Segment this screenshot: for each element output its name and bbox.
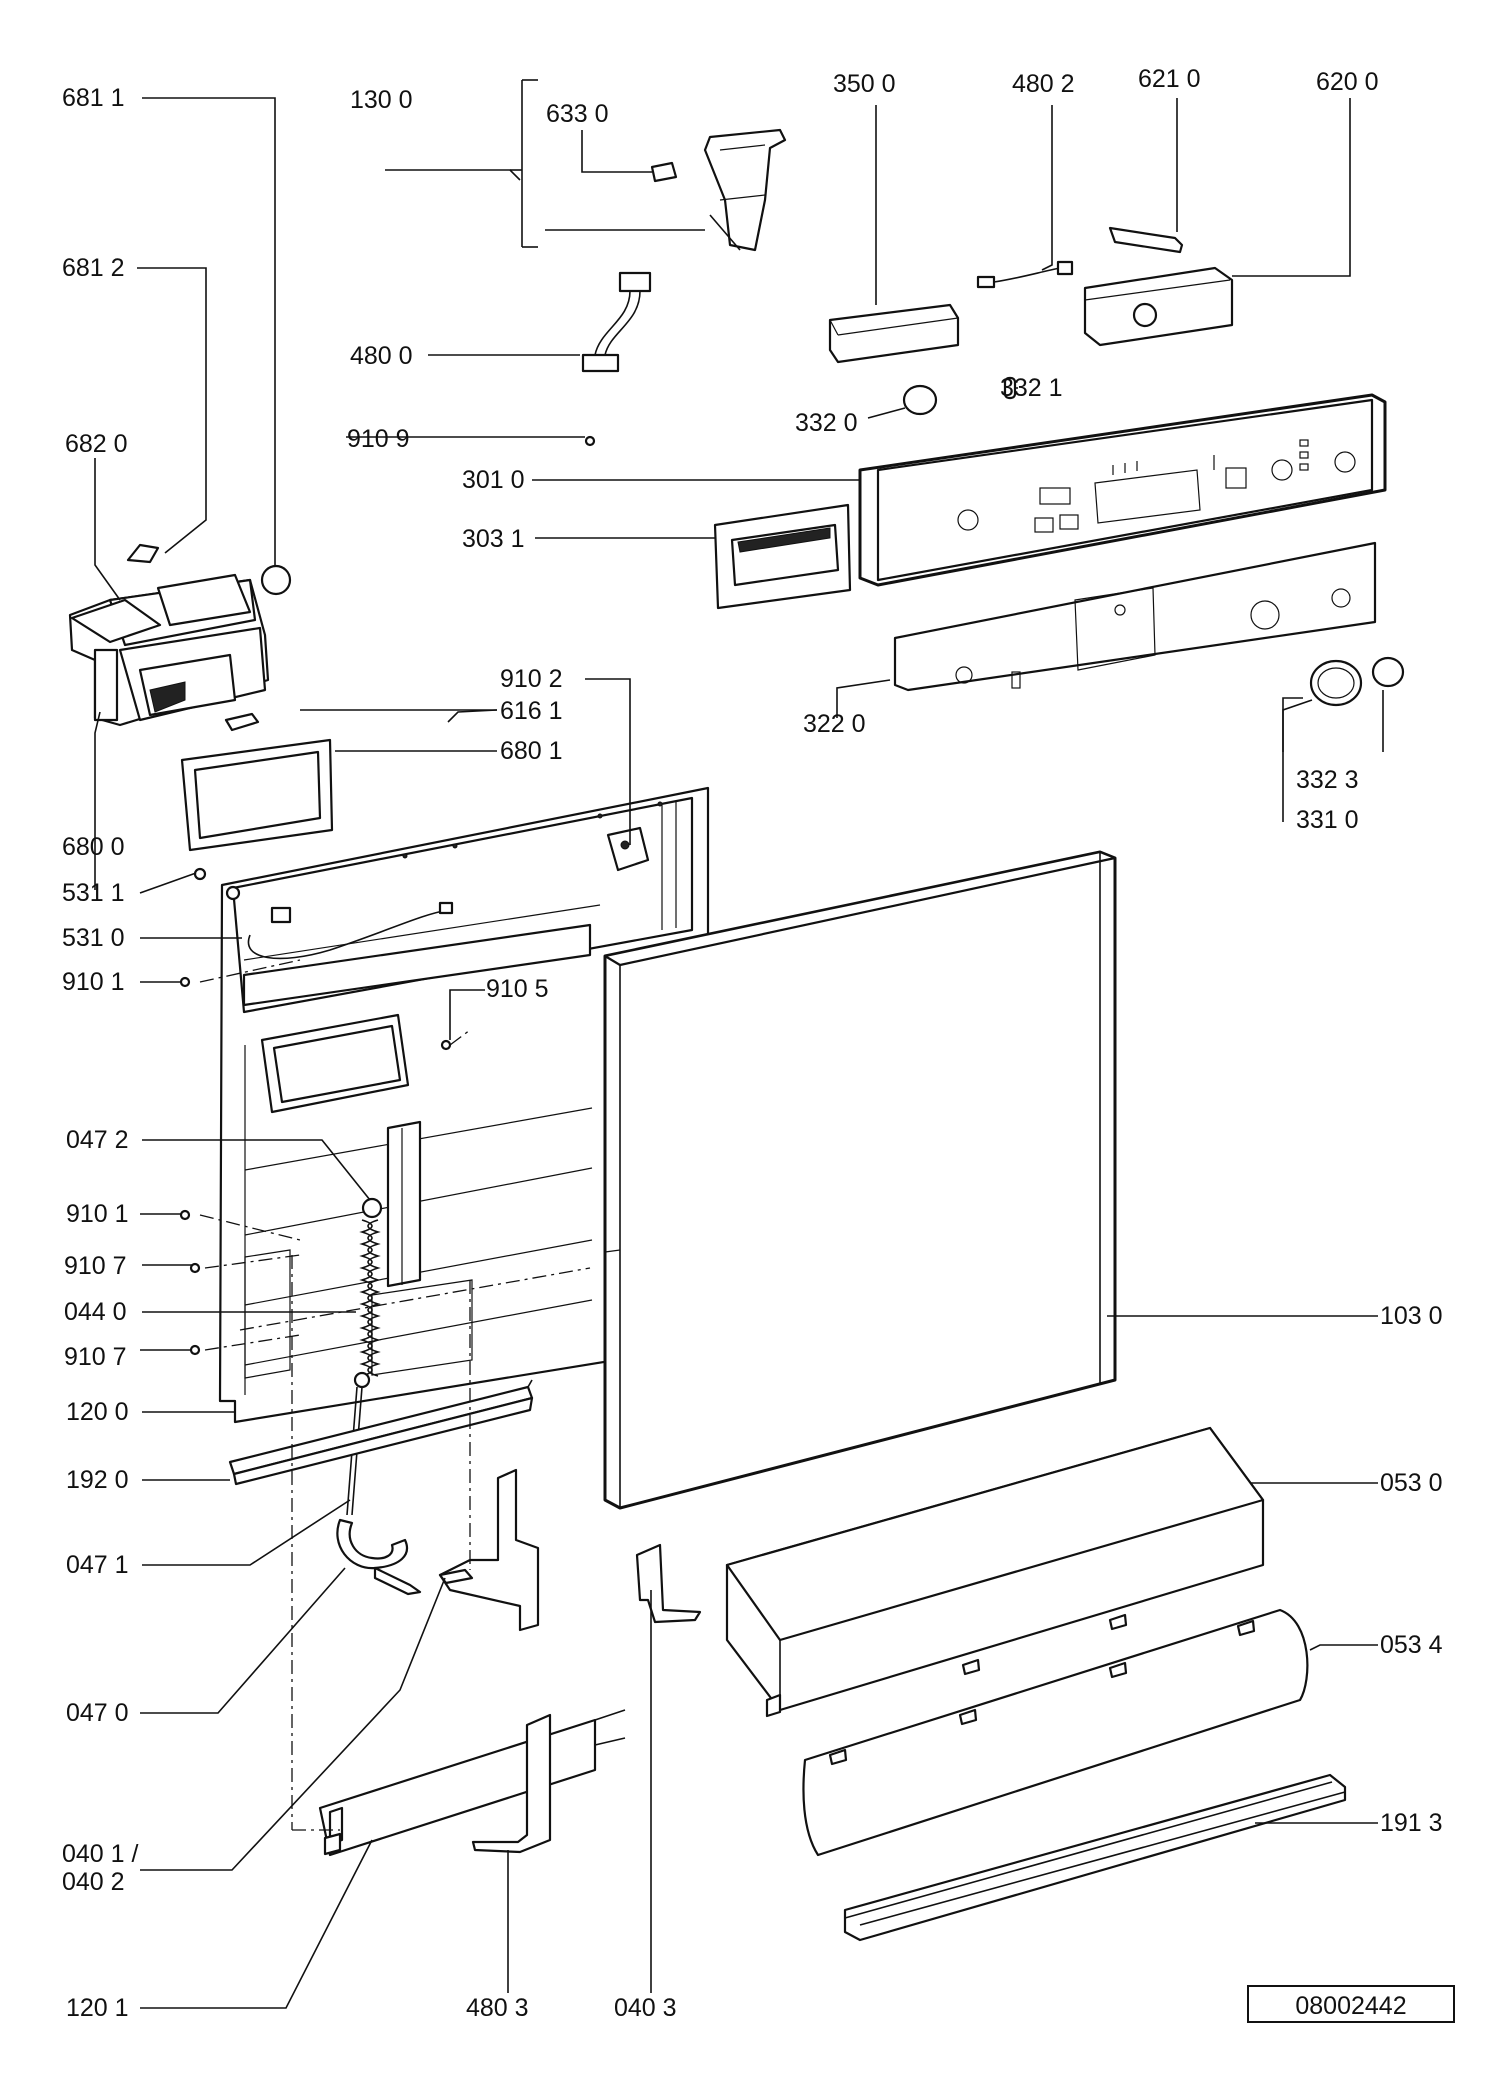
callout-480-2: 480 2 bbox=[1012, 70, 1075, 98]
curved-trim-053-4 bbox=[802, 1608, 1309, 1857]
callout-910-7-b: 910 7 bbox=[64, 1343, 127, 1371]
strip-192 bbox=[228, 1379, 534, 1486]
callout-910-7-a: 910 7 bbox=[64, 1252, 127, 1280]
screw-910-7b bbox=[189, 1344, 201, 1356]
lower-door-panel bbox=[318, 1709, 626, 1857]
knob-cap-332-3 bbox=[1371, 656, 1405, 688]
document-number-box: 08002442 bbox=[1247, 1985, 1455, 2023]
callout-910-2: 910 2 bbox=[500, 665, 563, 693]
callout-040-1: 040 1 / bbox=[62, 1840, 139, 1868]
callout-531-1: 531 1 bbox=[62, 879, 125, 907]
latch-assembly-130 bbox=[650, 128, 787, 252]
module-350 bbox=[828, 303, 960, 364]
callout-192-0: 192 0 bbox=[66, 1466, 129, 1494]
callout-910-1-b: 910 1 bbox=[66, 1200, 129, 1228]
kick-plate-053 bbox=[725, 1426, 1265, 1718]
callout-120-0: 120 0 bbox=[66, 1398, 129, 1426]
callout-910-1-a: 910 1 bbox=[62, 968, 125, 996]
callout-910-9: 910 9 bbox=[347, 425, 410, 453]
callout-621-0: 621 0 bbox=[1138, 65, 1201, 93]
callout-103-0: 103 0 bbox=[1380, 1302, 1443, 1330]
knob-331 bbox=[1309, 659, 1363, 707]
detergent-dispenser bbox=[68, 543, 334, 852]
callout-681-1: 681 1 bbox=[62, 84, 125, 112]
callout-332-0: 332 0 bbox=[795, 409, 858, 437]
callout-303-1: 303 1 bbox=[462, 525, 525, 553]
screw-910-5 bbox=[440, 1039, 452, 1051]
screw-910-1b bbox=[179, 1209, 191, 1221]
callout-301-0: 301 0 bbox=[462, 466, 525, 494]
outer-door-panel bbox=[603, 850, 1117, 1510]
bracket-040-3 bbox=[635, 1543, 702, 1624]
callout-680-1: 680 1 bbox=[500, 737, 563, 765]
callout-322-0: 322 0 bbox=[803, 710, 866, 738]
control-panel-301 bbox=[858, 393, 1387, 587]
callout-053-4: 053 4 bbox=[1380, 1631, 1443, 1659]
wiring-harness-531 bbox=[247, 901, 454, 960]
callout-047-0: 047 0 bbox=[66, 1699, 129, 1727]
screw-531-1 bbox=[193, 867, 207, 881]
callout-531-0: 531 0 bbox=[62, 924, 125, 952]
callout-332-1: 332 1 bbox=[1000, 374, 1063, 402]
callout-680-0: 680 0 bbox=[62, 833, 125, 861]
callout-047-1: 047 1 bbox=[66, 1551, 129, 1579]
callout-633-0: 633 0 bbox=[546, 100, 609, 128]
callout-047-2: 047 2 bbox=[66, 1126, 129, 1154]
cable-480-2 bbox=[976, 260, 1074, 289]
callout-044-0: 044 0 bbox=[64, 1298, 127, 1326]
callout-130-0: 130 0 bbox=[350, 86, 413, 114]
callout-681-2: 681 2 bbox=[62, 254, 125, 282]
front-panel-322 bbox=[893, 541, 1377, 692]
leader-lines bbox=[94, 79, 1384, 2009]
door-spring bbox=[336, 1197, 422, 1596]
knob-332-0 bbox=[902, 384, 938, 416]
electronic-module-620 bbox=[1083, 266, 1234, 347]
callout-350-0: 350 0 bbox=[833, 70, 896, 98]
callout-616-1: 616 1 bbox=[500, 697, 563, 725]
callout-910-5: 910 5 bbox=[486, 975, 549, 1003]
screw-910-9 bbox=[584, 435, 596, 447]
screw-910-1a bbox=[179, 976, 191, 988]
callout-120-1: 120 1 bbox=[66, 1994, 129, 2022]
callout-682-0: 682 0 bbox=[65, 430, 128, 458]
callout-053-0: 053 0 bbox=[1380, 1469, 1443, 1497]
board-621 bbox=[1108, 226, 1184, 254]
callout-331-0: 331 0 bbox=[1296, 806, 1359, 834]
assembly-center-lines bbox=[199, 959, 621, 1831]
callout-620-0: 620 0 bbox=[1316, 68, 1379, 96]
callout-040-3: 040 3 bbox=[614, 1994, 677, 2022]
callout-480-0: 480 0 bbox=[350, 342, 413, 370]
callout-480-3: 480 3 bbox=[466, 1994, 529, 2022]
callout-191-3: 191 3 bbox=[1380, 1809, 1443, 1837]
bracket-480-3 bbox=[471, 1713, 552, 1854]
cable-480-0 bbox=[581, 271, 652, 373]
handle-303 bbox=[713, 503, 852, 610]
callout-040-2: 040 2 bbox=[62, 1868, 125, 1896]
door-hinge-bracket bbox=[438, 1468, 540, 1632]
screw-910-7a bbox=[189, 1262, 201, 1274]
callout-332-3: 332 3 bbox=[1296, 766, 1359, 794]
rail-191-3 bbox=[843, 1773, 1347, 1942]
